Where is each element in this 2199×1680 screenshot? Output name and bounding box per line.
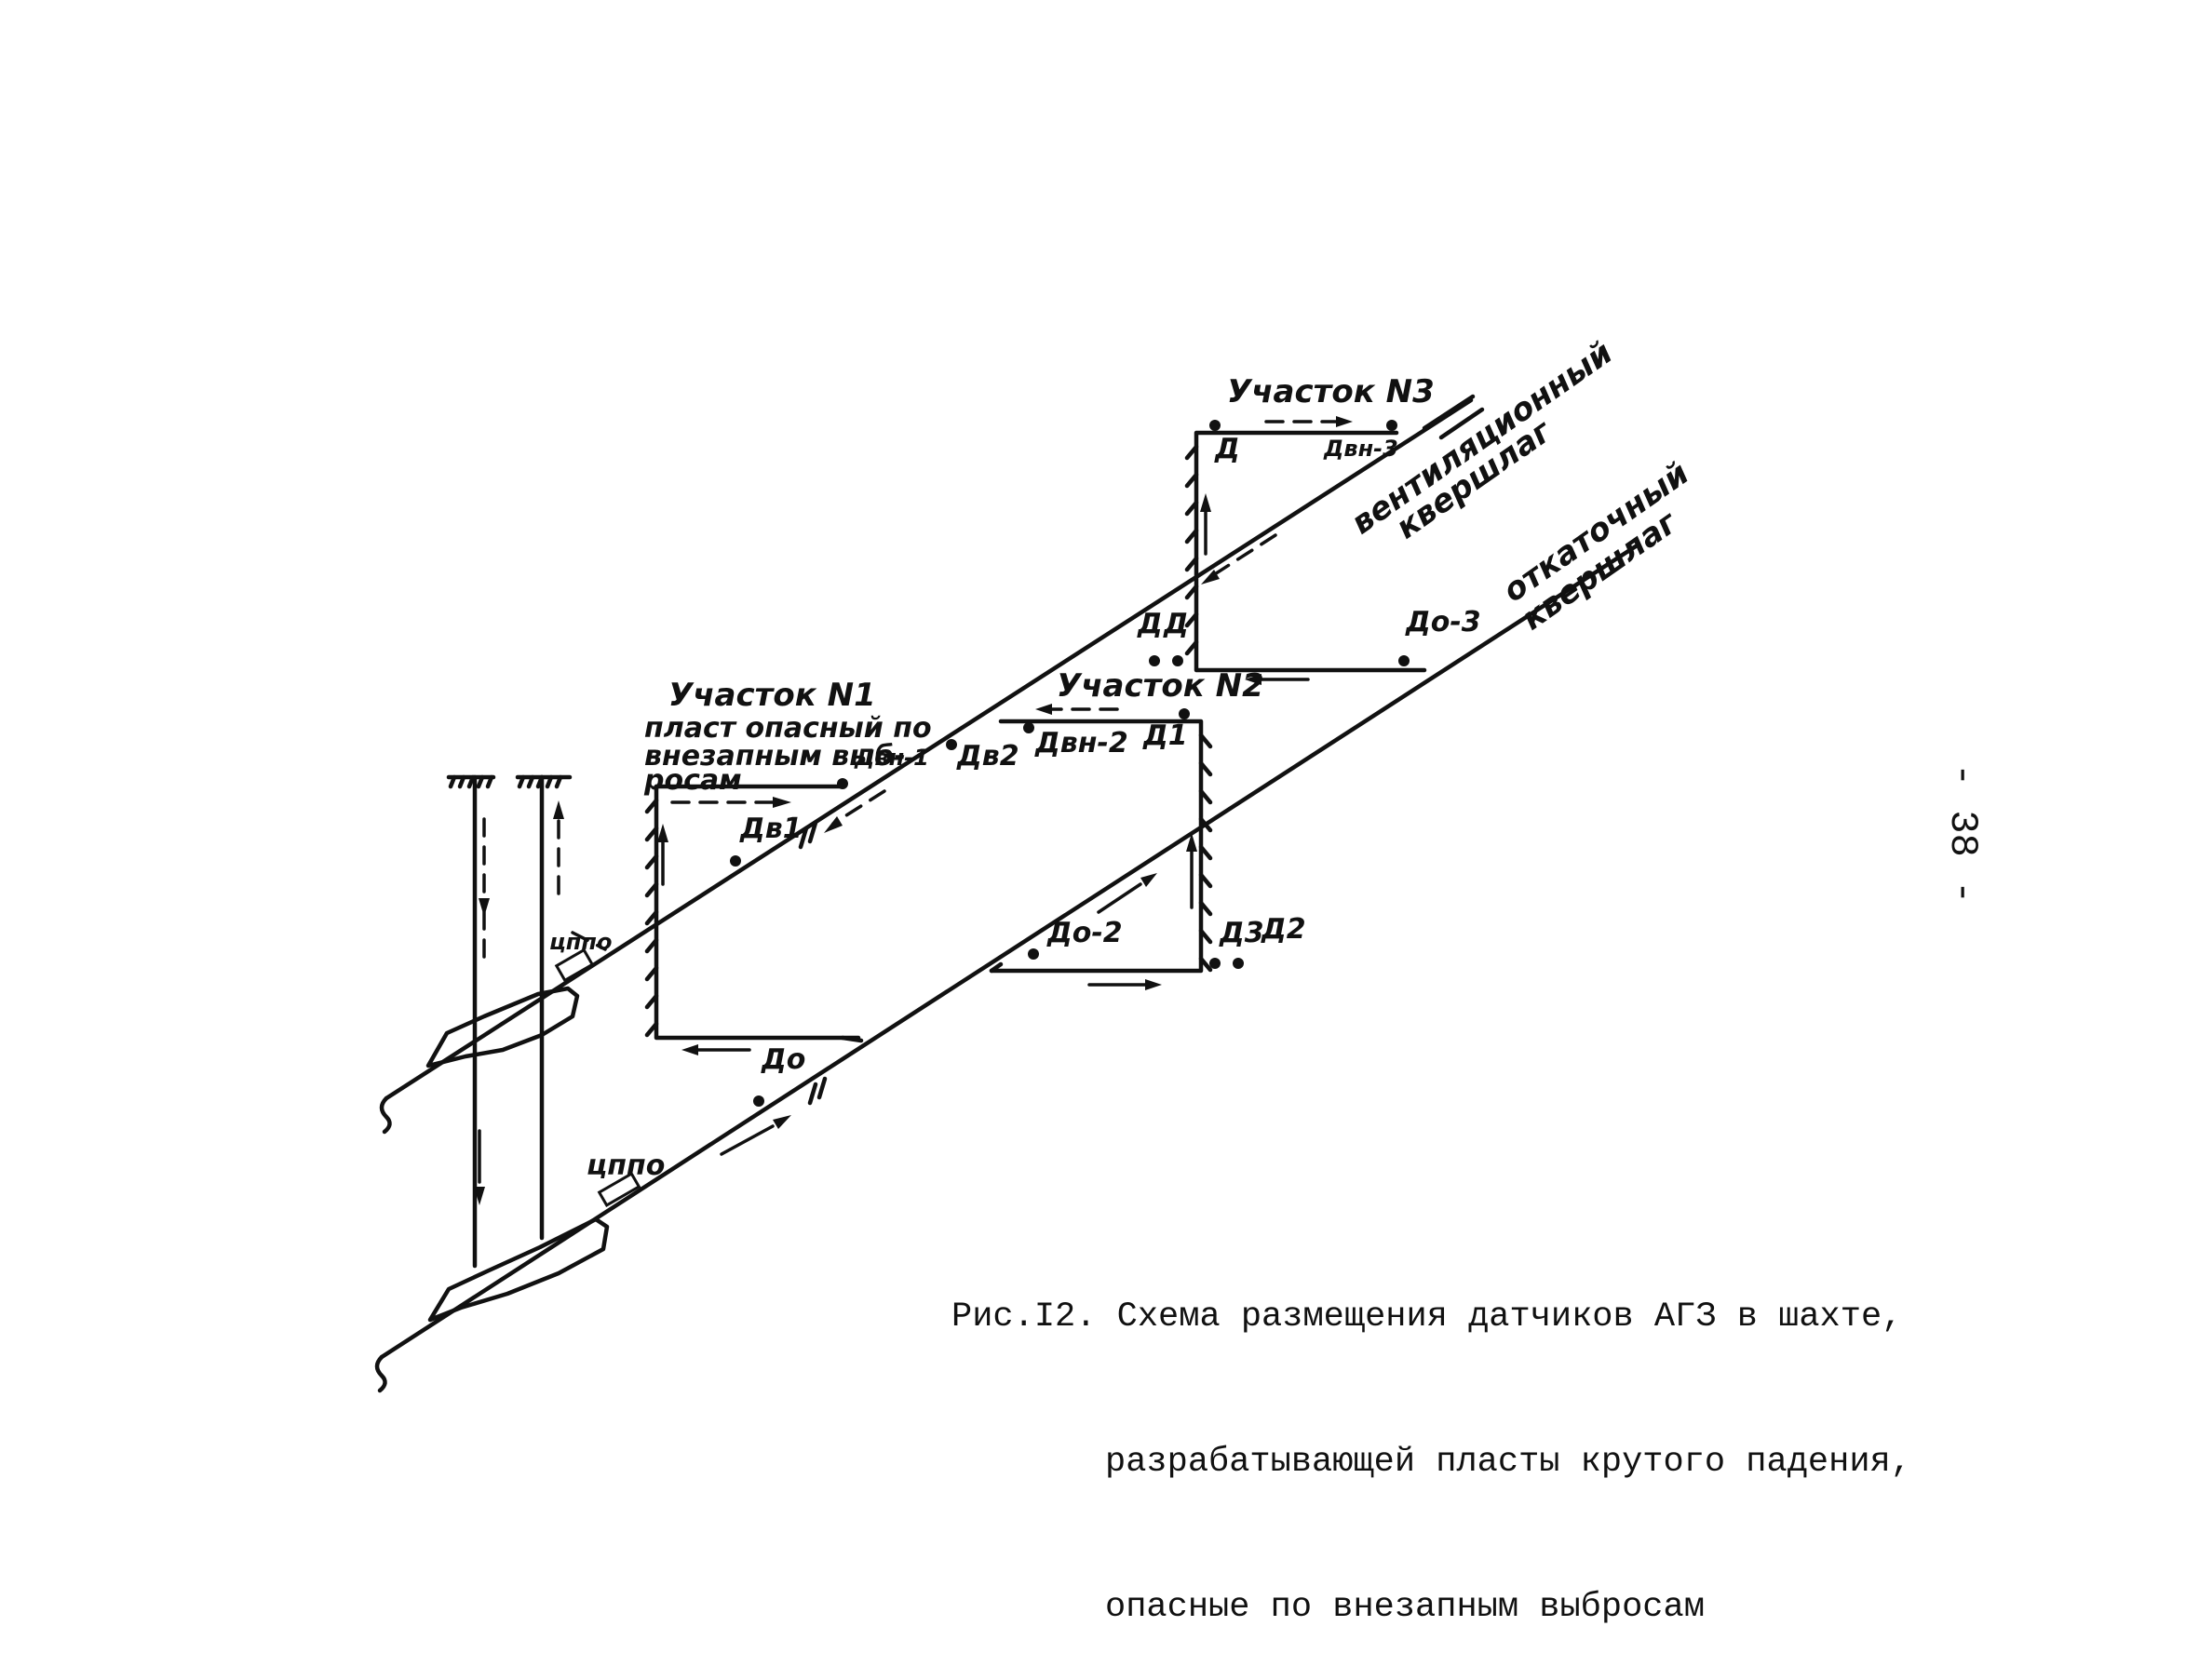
ventilation-crosscut-edge-2 [1438,407,1485,440]
sensor-do2-label: До-2 [1046,917,1123,949]
lower-dispatch-point-box [597,1172,641,1207]
shaft-collar-hatching [448,774,563,789]
caption-line-2: разрабатывающей пласты крутого падения, [1105,1443,1911,1482]
sensor-d-top-label: Д [1214,433,1240,465]
sensor-d-mid-b-label: Д [1163,608,1189,640]
sensor-d-mid-a-label: Д [1137,608,1163,640]
caption-line-3: опасные по внезапным выбросам [1105,1588,1705,1627]
section1-note-line3: росам [643,764,742,797]
crosscut-break-marks [374,820,828,1393]
lower-station-label: цппо [587,1149,665,1182]
figure-caption: Рис.I2. Схема размещения датчиков АГЗ в … [951,1196,1911,1680]
section3-hatching [1184,444,1199,656]
sensor-d2-label: Д2 [1261,913,1306,946]
section1-haul-drift [840,1035,864,1043]
sensor-do-label: До [761,1043,805,1076]
section2-drift-link [989,961,1004,974]
section3-title: Участок N3 [1227,373,1435,410]
page-number: - 38 - [1940,763,1985,905]
section1-hatching [644,798,659,1038]
sensor-dvi1-label: Двн-1 [854,745,929,771]
section3-workings [1194,430,1427,673]
section2-hatching [1198,732,1213,973]
section2-title: Участок N2 [1057,667,1264,705]
lower-station-chamber [427,1216,610,1323]
section1-title: Участок N1 [668,677,876,714]
sensor-dv2-label: Дв2 [956,740,1019,773]
sensor-dvi2-label: Двн-2 [1034,727,1128,759]
sensor-d1-label: Д1 [1142,719,1188,752]
sensor-d3-label: Д3 [1219,917,1264,949]
ventilation-crosscut-edge-1 [1422,394,1476,431]
caption-line-1: Рис.I2. Схема размещения датчиков АГЗ в … [951,1297,1903,1337]
section1-note-line2: внезапным выб- [644,740,906,773]
sensor-dvi3-label: Двн-3 [1323,436,1398,462]
sensor-dots [730,420,1410,1107]
ventilation-crosscut-line [384,397,1474,1101]
airflow-arrowheads [474,416,1353,1205]
upper-station-label: цппо [549,929,612,955]
sensor-dv1-label: Дв1 [739,813,803,845]
airflow-arrows [478,420,1338,1184]
section1-workings [654,784,861,1041]
upper-station-chamber [425,986,580,1068]
upper-dispatch-point-box [554,948,595,983]
section1-note-line1: пласт опасный по [644,712,932,745]
sensor-do3-label: До-3 [1405,606,1481,638]
